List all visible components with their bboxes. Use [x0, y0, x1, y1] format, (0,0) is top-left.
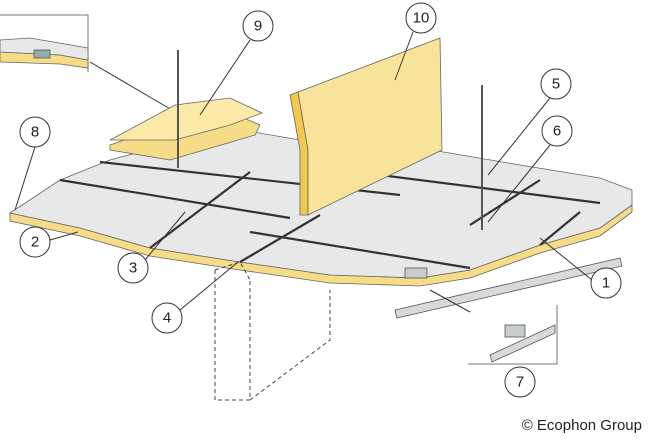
callout-3: 3: [117, 252, 149, 284]
svg-text:3: 3: [129, 260, 137, 277]
svg-text:2: 2: [31, 234, 39, 251]
svg-text:9: 9: [254, 18, 262, 35]
svg-text:8: 8: [31, 124, 39, 141]
svg-text:4: 4: [163, 310, 171, 327]
callout-7: 7: [504, 366, 536, 398]
insulation-slab: [109, 97, 264, 161]
hanger-rods: [177, 50, 483, 230]
callout-10: 10: [405, 2, 437, 34]
svg-text:6: 6: [553, 123, 561, 140]
callout-2: 2: [19, 226, 51, 258]
callout-5: 5: [540, 68, 572, 100]
svg-text:7: 7: [516, 374, 524, 391]
callout-9: 9: [242, 10, 274, 42]
callout-8: 8: [19, 116, 51, 148]
callout-4: 4: [151, 302, 183, 334]
leader-lines: [14, 31, 593, 311]
svg-text:10: 10: [413, 10, 430, 27]
inset-edge-detail: [0, 14, 173, 111]
main-runner: [394, 257, 623, 319]
column-outline: [214, 261, 331, 401]
copyright-text: © Ecophon Group: [521, 417, 642, 434]
callout-1: 1: [590, 267, 622, 299]
inset-clip-detail: [429, 289, 558, 365]
acoustic-panel: [289, 37, 443, 216]
svg-text:5: 5: [552, 76, 560, 93]
callout-6: 6: [541, 115, 573, 147]
svg-text:1: 1: [602, 275, 610, 292]
